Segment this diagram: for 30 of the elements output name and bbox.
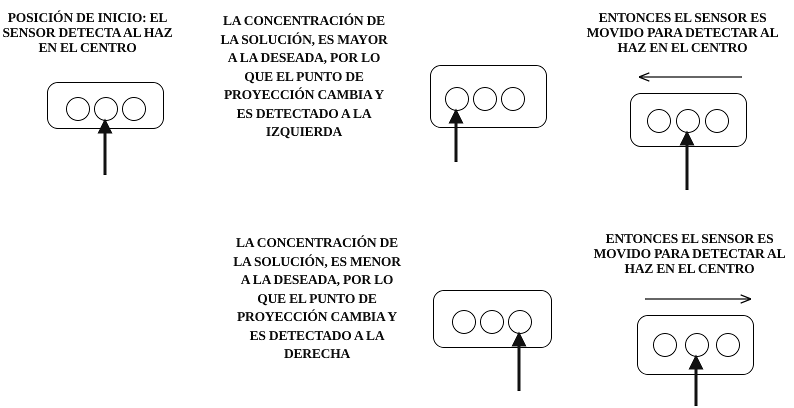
beam-arrow <box>512 332 526 391</box>
sensor-cell <box>685 333 709 357</box>
sensor-cell <box>705 109 729 133</box>
sensor-array <box>433 290 552 348</box>
sensor-cell <box>501 87 525 111</box>
beam-arrow <box>98 118 112 175</box>
sensor-cell <box>647 109 671 133</box>
sensor-cell <box>653 333 677 357</box>
sensor-array <box>630 93 747 147</box>
sensor-array <box>47 82 164 129</box>
sensor-cell <box>445 87 469 111</box>
beam-arrow <box>680 130 694 190</box>
step-description: LA CONCENTRACIÓN DE LA SOLUCIÓN, ES MENOR A LA DESEADA, POR LO QUE EL PUNTO DE PROYECCIÓN CAMBIA Y ES DETECTADO A LA DERECHA <box>232 234 402 363</box>
beam-arrow <box>688 354 704 406</box>
sensor-cell <box>452 310 476 334</box>
step-description: POSICIÓN DE INICIO: EL SENSOR DETECTA AL HAZ EN EL CENTRO <box>2 10 174 55</box>
sensor-cell <box>716 333 740 357</box>
sensor-cell <box>676 109 700 133</box>
step-description: ENTONCES EL SENSOR ES MOVIDO PARA DETECTAR AL HAZ EN EL CENTRO <box>586 10 780 55</box>
step-description: LA CONCENTRACIÓN DE LA SOLUCIÓN, ES MAYOR A LA DESEADA, POR LO QUE EL PUNTO DE PROYECCIÓN CAMBIA Y ES DETECTADO A LA IZQUIERDA <box>219 12 389 141</box>
step-description: ENTONCES EL SENSOR ES MOVIDO PARA DETECTAR AL HAZ EN EL CENTRO <box>592 231 786 276</box>
beam-arrow <box>448 108 464 162</box>
sensor-cell <box>473 87 497 111</box>
sensor-cell <box>122 97 146 121</box>
sensor-array <box>637 315 754 375</box>
sensor-cell <box>94 97 118 121</box>
sensor-cell <box>66 97 90 121</box>
sensor-cell <box>508 310 532 334</box>
sensor-cell <box>480 310 504 334</box>
sensor-array <box>430 65 547 128</box>
